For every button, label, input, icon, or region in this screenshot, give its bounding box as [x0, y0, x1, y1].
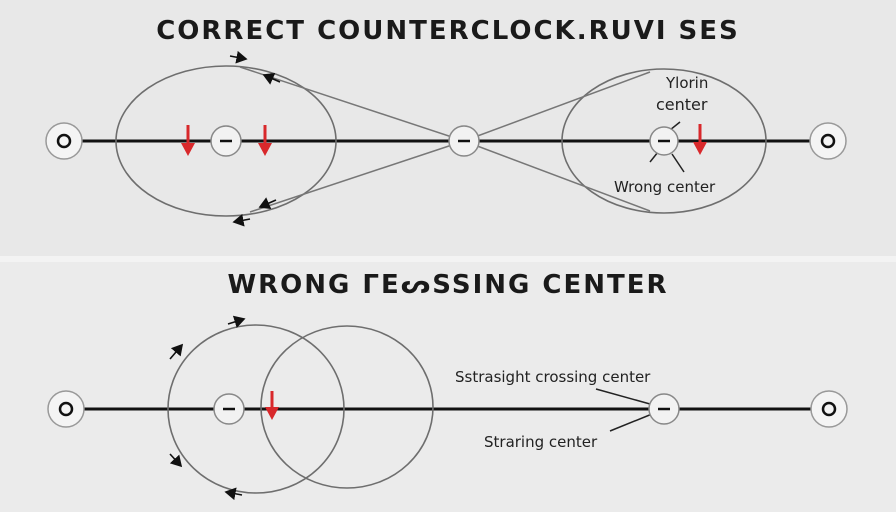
red-down-arrow-icon	[181, 125, 195, 156]
small-arrow-icon	[224, 487, 243, 501]
top-left-loop	[115, 65, 337, 217]
small-arrow-icon	[169, 343, 184, 360]
ring-node-icon	[810, 390, 848, 428]
red-down-arrow-icon	[693, 124, 707, 155]
minus-node-icon	[648, 393, 680, 425]
bottom-right-circle	[260, 325, 434, 489]
upper-center-label-2: center	[656, 95, 708, 114]
wrong-center-label: Wrong center	[614, 178, 716, 196]
minus-node-icon	[213, 393, 245, 425]
label-pointer	[609, 413, 653, 432]
cross-line-4	[463, 140, 651, 212]
minus-node-icon	[649, 126, 679, 156]
upper-center-label: Ylorin	[665, 74, 708, 92]
top-diagram: Ylorin center Wrong center	[45, 50, 847, 227]
ring-node-icon	[45, 122, 83, 160]
cross-line-3	[463, 71, 651, 142]
small-arrow-icon	[169, 453, 183, 468]
bottom-panel	[0, 262, 896, 512]
bottom-diagram: Sstrasight crossing center Straring cent…	[47, 315, 848, 501]
small-arrow-icon	[258, 197, 277, 210]
small-arrow-icon	[232, 213, 251, 227]
cross-line-1	[239, 66, 465, 142]
straight-crossing-label: Sstrasight crossing center	[455, 368, 651, 386]
label-pointer	[671, 153, 685, 173]
small-arrow-icon	[227, 315, 246, 328]
small-arrow-icon	[229, 50, 248, 64]
top-panel	[0, 0, 896, 256]
minus-node-icon	[210, 125, 242, 157]
ring-node-icon	[809, 122, 847, 160]
panel-divider	[0, 256, 896, 262]
top-title: CORRECT COUNTERCLOCK.RUVI SES	[156, 16, 740, 46]
bottom-title: WRONG ГEᔕSSING CENTER	[227, 270, 669, 300]
label-pointer	[595, 388, 651, 405]
red-down-arrow-icon	[265, 391, 279, 420]
starting-center-label: Straring center	[484, 433, 598, 451]
ring-node-icon	[47, 390, 85, 428]
minus-node-icon	[448, 125, 480, 157]
red-down-arrow-icon	[258, 125, 272, 156]
top-right-loop	[561, 68, 767, 214]
small-arrow-icon	[262, 72, 281, 85]
bottom-left-circle	[167, 324, 345, 494]
cross-line-2	[249, 140, 465, 213]
